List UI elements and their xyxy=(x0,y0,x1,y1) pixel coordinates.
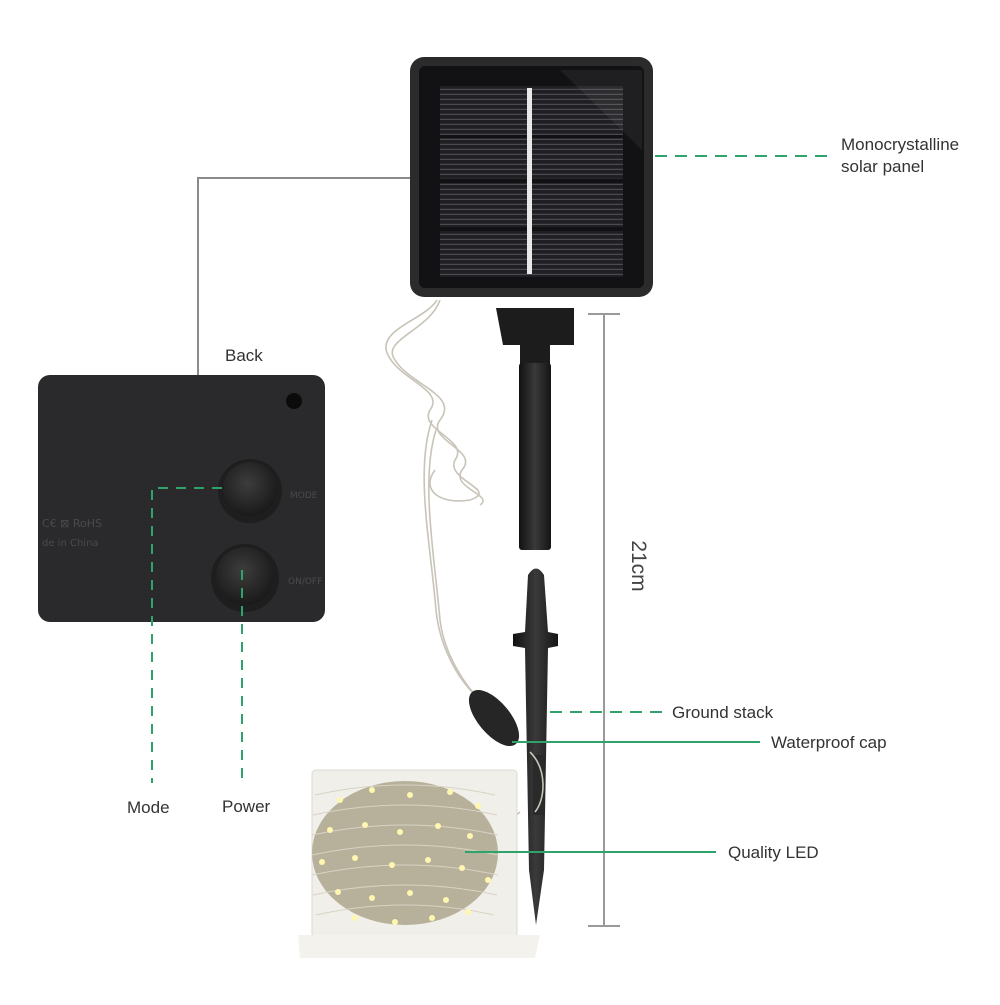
callout-lines xyxy=(151,155,833,853)
power-label: Power xyxy=(222,797,271,816)
back-label: Back xyxy=(225,346,263,365)
waterproof-cap-image xyxy=(468,689,520,747)
mode-label: Mode xyxy=(127,798,170,817)
battery-box-image: C€ ⊠ RoHS de in China MODE ON/OFF xyxy=(38,375,325,622)
svg-text:ON/OFF: ON/OFF xyxy=(288,577,322,587)
quality-led-label: Quality LED xyxy=(728,843,819,862)
solar-panel-label: Monocrystalline solar panel xyxy=(841,134,959,178)
led-wire-spool-image xyxy=(298,769,540,958)
solar-panel-label-line1: Monocrystalline xyxy=(841,135,960,154)
height-label: 21cm xyxy=(627,540,650,592)
height-dimension-bracket xyxy=(588,313,620,927)
solar-panel-label-line2: solar panel xyxy=(841,157,925,176)
solar-panel-image xyxy=(410,57,653,297)
svg-text:C€ ⊠ RoHS: C€ ⊠ RoHS xyxy=(42,517,102,530)
svg-text:de in China: de in China xyxy=(42,538,99,549)
ground-stack-label: Ground stack xyxy=(672,703,774,722)
stake-image xyxy=(496,308,574,925)
waterproof-cap-label: Waterproof cap xyxy=(771,733,887,752)
gray-connector-line xyxy=(197,177,412,376)
svg-text:MODE: MODE xyxy=(290,491,318,501)
